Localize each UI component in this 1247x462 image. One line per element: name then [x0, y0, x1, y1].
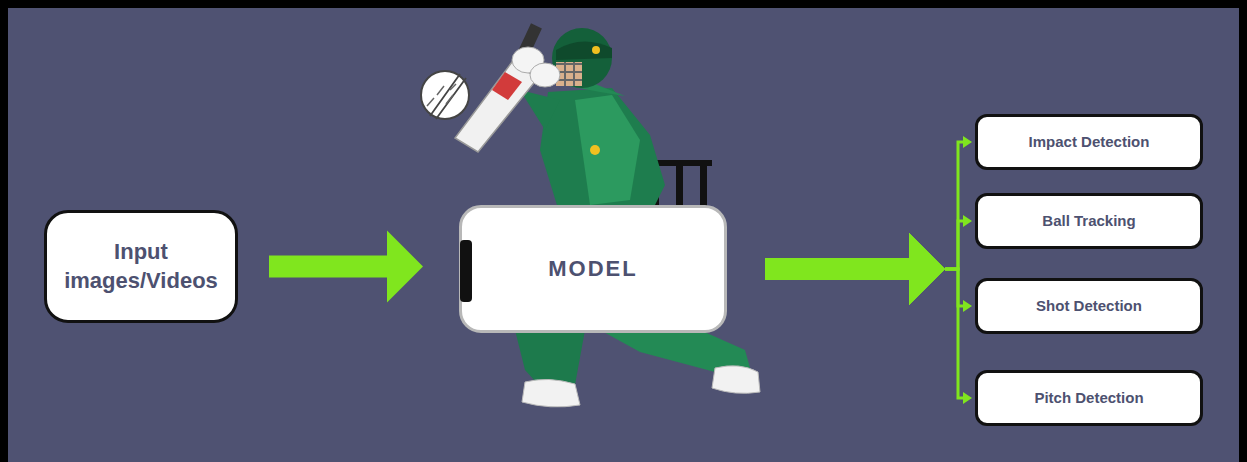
arrow-shape	[269, 231, 423, 303]
branch-line	[945, 269, 964, 398]
cricket-ball	[421, 71, 469, 119]
output-box: Impact Detection	[975, 114, 1203, 170]
player-helmet	[552, 28, 612, 88]
arrow-head	[963, 300, 972, 312]
arrow-head	[963, 136, 972, 148]
phone-notch	[460, 240, 472, 302]
node-label: Impact Detection	[1029, 132, 1150, 152]
node-label: Ball Tracking	[1042, 211, 1135, 231]
flow-arrow	[765, 233, 972, 404]
branch-line	[945, 221, 964, 269]
arrow-shape	[765, 233, 945, 305]
branch-line	[945, 142, 964, 269]
flow-arrow	[765, 215, 972, 305]
arrow-head	[963, 215, 972, 227]
cricket-bat	[455, 23, 560, 152]
model-phone: MODEL	[459, 205, 727, 333]
arrow-shape	[765, 233, 945, 305]
flow-arrow	[269, 231, 423, 303]
arrow-shape	[765, 233, 945, 305]
output-box: Ball Tracking	[975, 193, 1203, 249]
player-legs	[515, 330, 760, 407]
node-label: Shot Detection	[1036, 296, 1142, 316]
flow-arrow	[765, 233, 972, 312]
node-label: Pitch Detection	[1034, 388, 1143, 408]
node-label: Input images/Videos	[55, 238, 227, 295]
output-box: Pitch Detection	[975, 370, 1203, 426]
branch-line	[945, 269, 964, 306]
arrow-shape	[765, 233, 945, 305]
flow-arrow	[765, 136, 972, 305]
arrow-head	[963, 392, 972, 404]
input-box: Input images/Videos	[44, 210, 238, 323]
output-box: Shot Detection	[975, 278, 1203, 334]
node-label: MODEL	[548, 255, 637, 284]
player-body	[520, 70, 665, 215]
